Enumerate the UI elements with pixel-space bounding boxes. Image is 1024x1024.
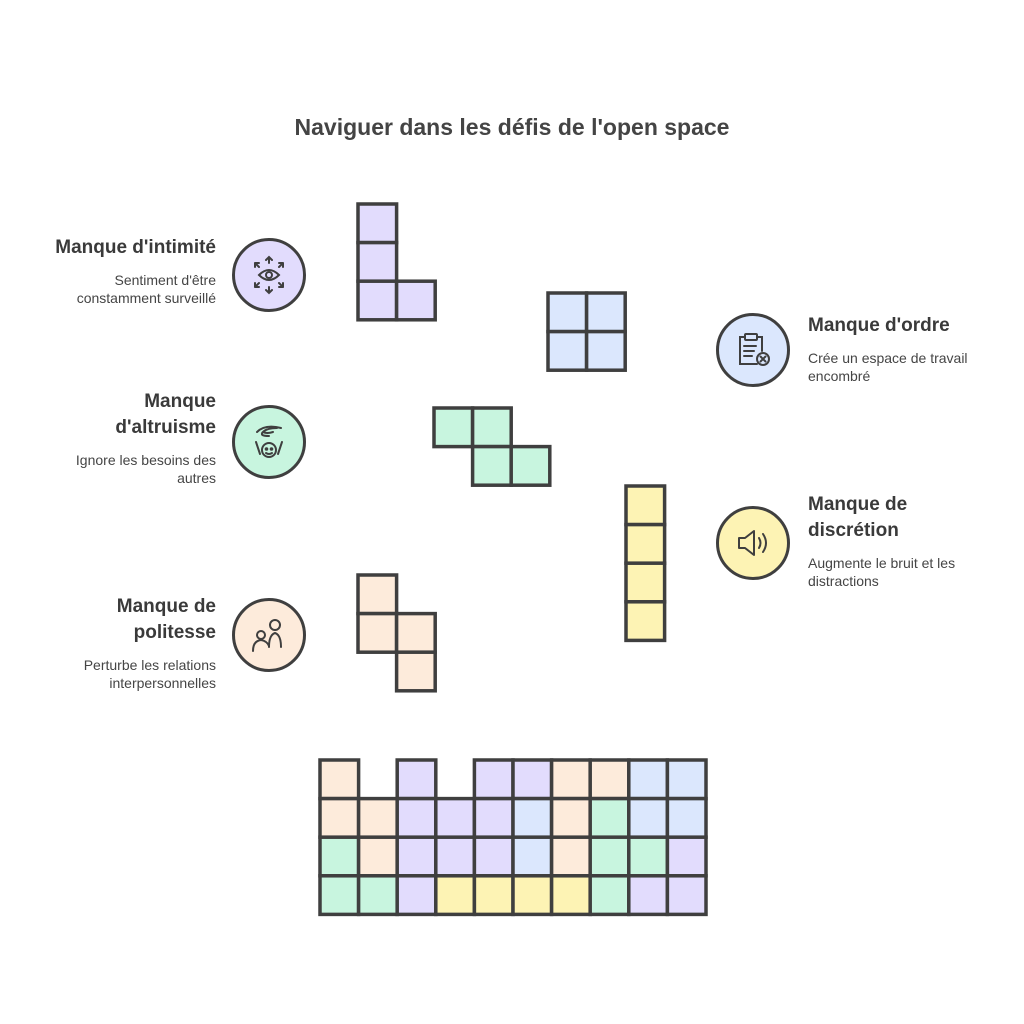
orange-s-piece-cell	[394, 650, 437, 693]
item-description: Crée un espace de travail encombré	[808, 350, 968, 384]
purple-l-piece-cell	[356, 279, 399, 322]
stack-cell	[395, 835, 438, 878]
item-altruism: Manque d'altruisme Ignore les besoins de…	[40, 389, 216, 487]
stack-cell	[588, 835, 631, 878]
stack-cell	[511, 835, 554, 878]
diagram-title: Naviguer dans les défis de l'open space	[294, 114, 730, 140]
speaker-icon	[716, 506, 790, 580]
stack-cell	[588, 874, 631, 917]
item-discretion: Manque de discrétion Augmente le bruit e…	[808, 492, 988, 590]
stack-cell	[356, 874, 399, 917]
stack-cell	[434, 874, 477, 917]
item-description: Sentiment d'être constamment surveillé	[76, 272, 216, 306]
purple-l-piece-cell	[394, 279, 437, 322]
stack-cell	[511, 758, 554, 801]
stack-cell	[627, 796, 670, 839]
stack-cell	[665, 796, 708, 839]
stack-cell	[588, 758, 631, 801]
stack-cell	[318, 874, 361, 917]
stack-cell	[472, 835, 515, 878]
stack-cell	[665, 874, 708, 917]
orange-s-piece-cell	[356, 573, 399, 616]
stack-cell	[627, 874, 670, 917]
green-z-piece-cell	[432, 406, 475, 449]
stack-cell	[395, 874, 438, 917]
item-heading: Manque d'altruisme	[115, 391, 216, 438]
stack-cell	[665, 835, 708, 878]
yellow-i-piece-cell	[624, 561, 667, 604]
item-description: Perturbe les relations interpersonnelles	[83, 657, 216, 691]
green-z-piece-cell	[509, 444, 552, 487]
blue-o-piece-cell	[546, 291, 589, 334]
item-heading: Manque d'ordre	[808, 315, 950, 336]
stack-cell	[549, 796, 592, 839]
stack-cell	[318, 758, 361, 801]
stack-cell	[549, 835, 592, 878]
stack-cell	[588, 796, 631, 839]
blue-o-piece-cell	[584, 291, 627, 334]
purple-l-piece-cell	[356, 202, 399, 245]
caring-hand-icon	[232, 405, 306, 479]
yellow-i-piece-cell	[624, 522, 667, 565]
item-description: Augmente le bruit et les distractions	[808, 555, 956, 589]
stack-cell	[511, 796, 554, 839]
item-heading: Manque de discrétion	[808, 494, 908, 541]
stack-cell	[472, 758, 515, 801]
stack-cell	[627, 758, 670, 801]
stack-cell	[511, 874, 554, 917]
green-z-piece-cell	[470, 444, 513, 487]
item-heading: Manque de politesse	[116, 596, 216, 643]
item-order: Manque d'ordre Crée un espace de travail…	[808, 313, 998, 385]
stack-cell	[472, 796, 515, 839]
stack-cell	[395, 758, 438, 801]
stack-cell	[434, 835, 477, 878]
item-heading: Manque d'intimité	[55, 237, 216, 258]
stack-cell	[549, 758, 592, 801]
yellow-i-piece-cell	[624, 484, 667, 527]
green-z-piece-cell	[470, 406, 513, 449]
people-conflict-icon	[232, 598, 306, 672]
blue-o-piece-cell	[546, 329, 589, 372]
stack-cell	[627, 835, 670, 878]
stack-cell	[318, 796, 361, 839]
orange-s-piece-cell	[356, 611, 399, 654]
stack-cell	[318, 835, 361, 878]
stack-cell	[434, 796, 477, 839]
blue-o-piece-cell	[584, 329, 627, 372]
stack-cell	[549, 874, 592, 917]
item-politeness: Manque de politesse Perturbe les relatio…	[66, 594, 216, 692]
stack-cell	[395, 796, 438, 839]
orange-s-piece-cell	[394, 611, 437, 654]
eye-surveillance-icon	[232, 238, 306, 312]
purple-l-piece-cell	[356, 240, 399, 283]
stack-cell	[356, 835, 399, 878]
stack-cell	[472, 874, 515, 917]
stack-cell	[356, 796, 399, 839]
stack-cell	[665, 758, 708, 801]
clipboard-x-icon	[716, 313, 790, 387]
yellow-i-piece-cell	[624, 600, 667, 643]
item-description: Ignore les besoins des autres	[75, 452, 216, 486]
item-privacy: Manque d'intimité Sentiment d'être const…	[0, 235, 216, 307]
